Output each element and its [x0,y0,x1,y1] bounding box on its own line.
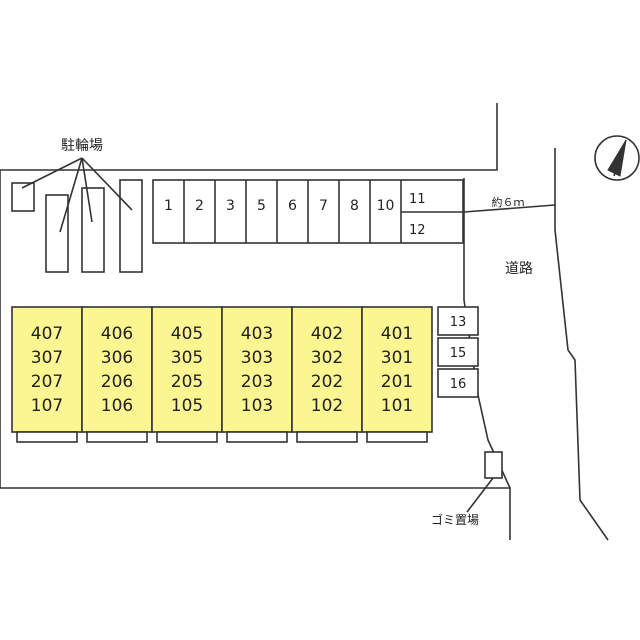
parking-spot-label: 12 [409,223,426,238]
building-unit: 406 306 206 106 [81,306,153,443]
parking-column-right: 13 15 16 [437,306,479,398]
road-label: 道路 [505,261,533,277]
building-unit: 405 305 205 105 [151,306,223,443]
parking-stack-11-12: 11 12 [400,180,463,243]
room-number: 306 [101,348,133,368]
parking-spot-label: 16 [450,377,467,392]
room-number: 103 [241,396,273,416]
garbage-area-box [484,451,503,479]
parking-spot-label: 11 [409,192,426,207]
room-number: 105 [171,396,203,416]
bicycle-parking-pointer-lines [21,157,133,233]
parking-spot-label: 7 [319,198,328,214]
room-number: 203 [241,372,273,392]
room-number: 102 [311,396,343,416]
room-number: 107 [31,396,63,416]
bicycle-rack [81,187,105,273]
bicycle-rack [45,194,69,273]
garbage-pointer-line [466,477,494,513]
property-boundary [0,103,511,540]
road-edge-right [554,148,609,541]
room-number: 202 [311,372,343,392]
north-arrow-icon [594,135,640,181]
room-number: 407 [31,324,63,344]
room-number: 406 [101,324,133,344]
parking-spot-label: 8 [350,198,359,214]
room-number: 305 [171,348,203,368]
parking-spot-label: 13 [450,315,467,330]
building-unit: 402 302 202 102 [291,306,363,443]
parking-spot-label: 1 [164,198,173,214]
room-number: 402 [311,324,343,344]
room-number: 403 [241,324,273,344]
parking-spot-label: 5 [257,198,266,214]
room-number: 302 [311,348,343,368]
room-number: 206 [101,372,133,392]
parking-spot-label: 6 [288,198,297,214]
building-unit: 407 307 207 107 [11,306,83,443]
room-number: 201 [381,372,413,392]
bicycle-parking-label: 駐輪場 [61,137,103,154]
room-number: 205 [171,372,203,392]
apartment-buildings: 407 307 207 107 406 306 206 106 405 305 205 105 403 3… [11,306,433,443]
building-unit: 401 301 201 101 [361,306,433,443]
building-unit: 403 303 203 103 [221,306,293,443]
garbage-area-label: ゴミ置場 [431,512,479,527]
room-number: 401 [381,324,413,344]
parking-spot-label: 2 [195,198,204,214]
room-number: 405 [171,324,203,344]
bicycle-rack [11,182,35,212]
room-number: 101 [381,396,413,416]
parking-spot-label: 10 [377,198,395,214]
room-number: 307 [31,348,63,368]
room-number: 207 [31,372,63,392]
room-number: 301 [381,348,413,368]
bicycle-rack [119,179,143,273]
room-number: 303 [241,348,273,368]
road-width-line [463,204,556,213]
parking-spot-label: 15 [450,346,467,361]
road-width-label: 約６ｍ [492,195,525,209]
room-number: 106 [101,396,133,416]
parking-spot-label: 3 [226,198,235,214]
